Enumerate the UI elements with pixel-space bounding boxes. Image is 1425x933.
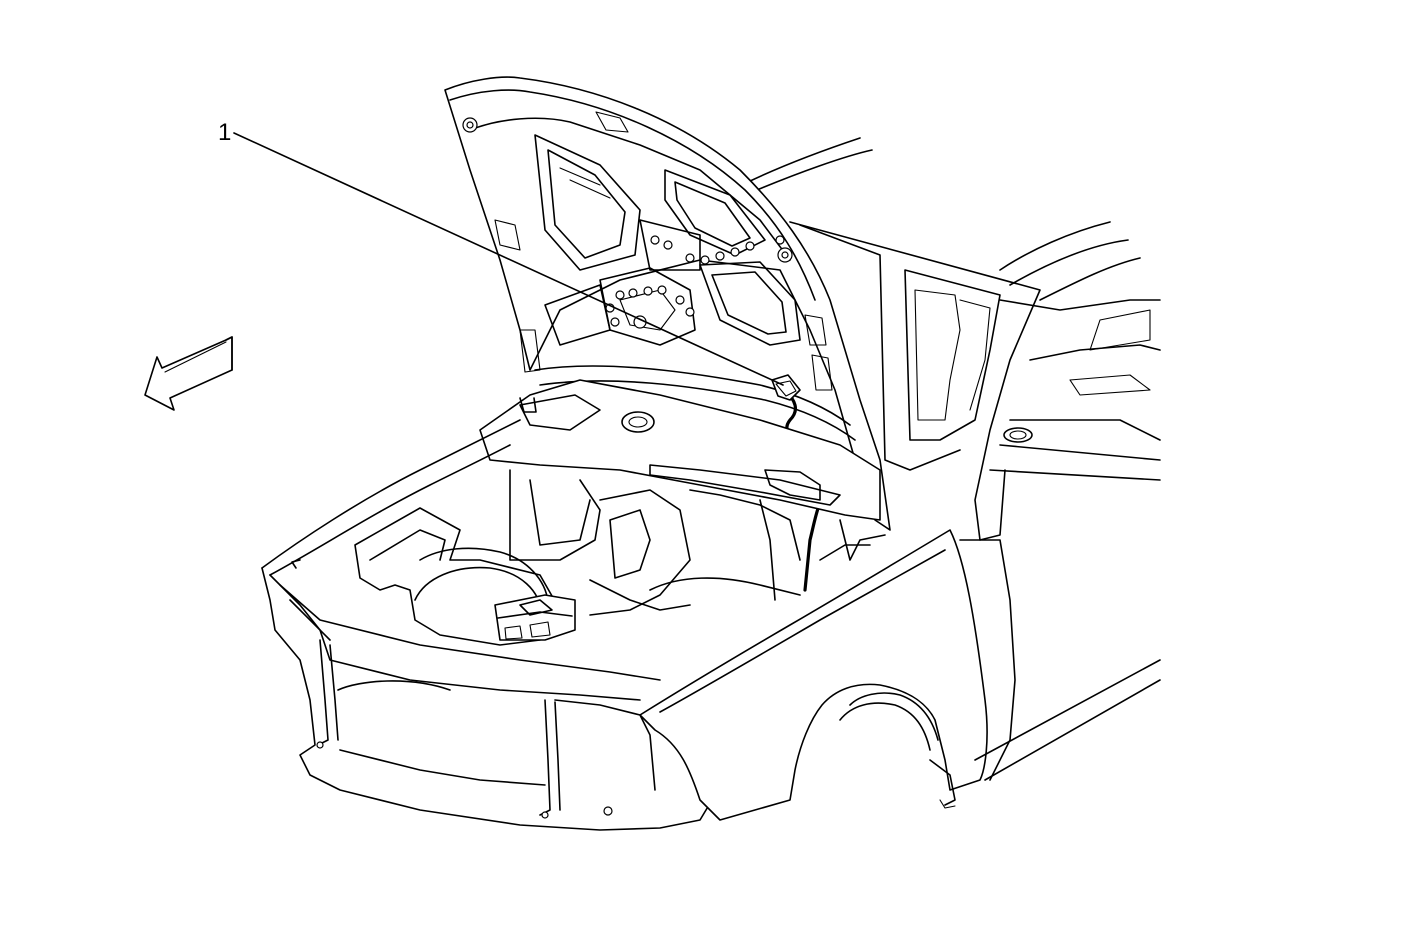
radiator-support [261,419,716,831]
engine-compartment [354,469,886,646]
arrow-forward-direction-icon [144,336,233,411]
front-fender [639,529,1161,821]
hood-raised [444,76,891,531]
vehicle-roof-outline [747,137,1141,301]
door-opening [789,221,1161,541]
callout-1: 1 [218,119,784,386]
callout-leader-line [233,132,784,386]
callout-label: 1 [218,119,231,146]
cowl-panel [479,379,881,521]
